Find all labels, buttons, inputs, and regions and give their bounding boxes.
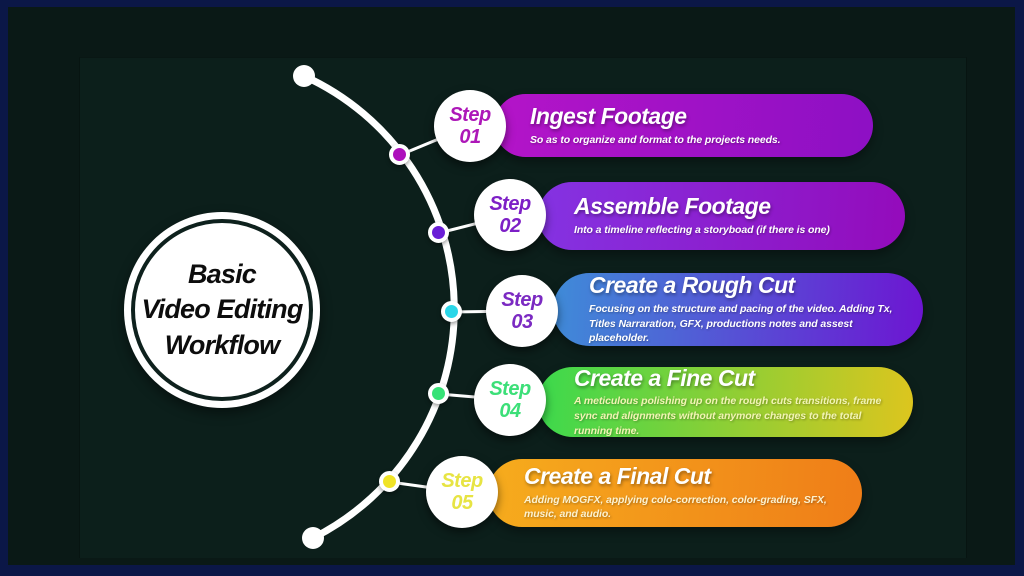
step-description: A meticulous polishing up on the rough c… xyxy=(574,395,882,437)
step-label: Step xyxy=(489,193,531,215)
step-label: Step xyxy=(449,104,491,126)
step-number-badge: Step 03 xyxy=(486,275,558,347)
step-number: 04 xyxy=(499,400,521,422)
step-node-dot xyxy=(428,222,449,243)
step-node-dot xyxy=(428,383,449,404)
step-number: 02 xyxy=(499,215,521,237)
step-banner: Assemble Footage Into a timeline reflect… xyxy=(538,182,905,250)
arc-start-dot xyxy=(293,65,315,87)
step-label: Step xyxy=(489,378,531,400)
workflow-title-circle: Basic Video Editing Workflow xyxy=(124,212,320,408)
step-label: Step xyxy=(501,289,543,311)
step-number: 05 xyxy=(451,492,473,514)
step-description: Focusing on the structure and pacing of … xyxy=(589,302,893,345)
step-label: Step xyxy=(441,470,483,492)
step-number-badge: Step 02 xyxy=(474,179,546,251)
step-description: Into a timeline reflecting a storyboad (… xyxy=(574,224,830,237)
step-number-badge: Step 01 xyxy=(434,90,506,162)
circle-inner-ring xyxy=(131,219,313,401)
step-number: 01 xyxy=(459,126,481,148)
step-node-dot xyxy=(379,471,400,492)
step-description: Adding MOGFX, applying colo-correction, … xyxy=(524,493,827,521)
step-number: 03 xyxy=(511,311,533,333)
step-node-dot xyxy=(441,301,462,322)
step-title: Create a Final Cut xyxy=(524,462,711,489)
arc-end-dot xyxy=(302,527,324,549)
workflow-title: Basic Video Editing Workflow xyxy=(124,212,320,408)
step-title: Ingest Footage xyxy=(530,102,687,129)
step-title: Assemble Footage xyxy=(574,193,771,220)
step-title: Create a Rough Cut xyxy=(589,272,795,299)
workflow-arc xyxy=(300,72,458,542)
step-banner: Create a Fine Cut A meticulous polishing… xyxy=(538,364,913,437)
step-number-badge: Step 04 xyxy=(474,364,546,436)
step-number-badge: Step 05 xyxy=(426,456,498,528)
title-line: Workflow xyxy=(164,329,280,360)
step-banner: Create a Final Cut Adding MOGFX, applyin… xyxy=(488,459,862,527)
step-banner: Create a Rough Cut Focusing on the struc… xyxy=(553,272,923,346)
step-title: Create a Fine Cut xyxy=(574,364,755,391)
title-line: Video Editing xyxy=(141,294,303,325)
step-node-dot xyxy=(389,144,410,165)
step-description: So as to organize and format to the proj… xyxy=(530,133,781,146)
step-banner: Ingest Footage So as to organize and for… xyxy=(494,94,873,157)
title-line: Basic xyxy=(187,259,257,290)
